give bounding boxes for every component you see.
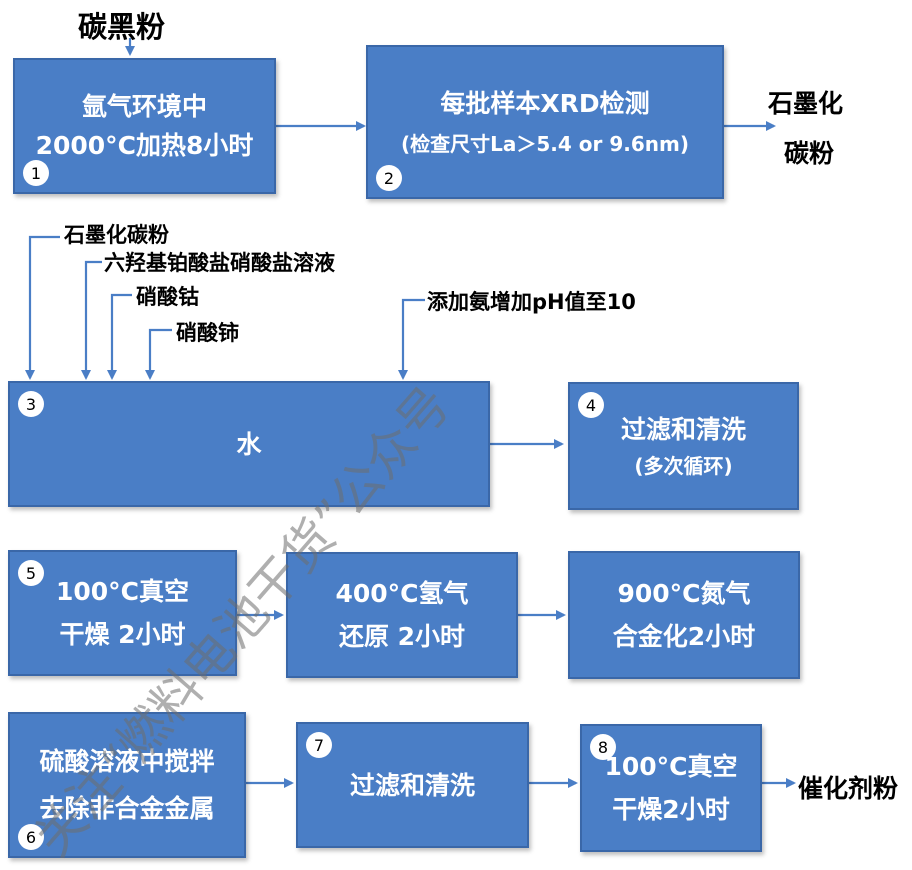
reduction-line1: 400°C氢气 bbox=[335, 579, 469, 608]
input-platinate-solution: 六羟基铂酸盐硝酸盐溶液 bbox=[104, 251, 335, 275]
arrow-input4-to-step3 bbox=[145, 328, 172, 380]
input-cobalt-nitrate: 硝酸钴 bbox=[136, 285, 199, 309]
step6-line1: 硫酸溶液中搅拌 bbox=[39, 747, 215, 776]
input-carbon-black: 碳黑粉 bbox=[78, 10, 166, 44]
step5-box: 100°C真空 干燥 2小时 5 bbox=[8, 550, 237, 676]
arrow-input5-to-step3 bbox=[398, 298, 425, 380]
input-graphitized-carbon: 石墨化碳粉 bbox=[64, 223, 169, 247]
step1-line1: 氩气环境中 bbox=[81, 92, 207, 121]
alloying-line1: 900°C氮气 bbox=[617, 579, 751, 608]
step4-box: 过滤和清洗 (多次循环) 4 bbox=[568, 382, 799, 510]
step6-line2: 去除非合金金属 bbox=[39, 794, 215, 823]
step2-line2: (检查尺寸La＞5.4 or 9.6nm) bbox=[401, 131, 689, 156]
arrow-input1-to-step3 bbox=[25, 235, 60, 380]
step7-number: 7 bbox=[306, 732, 332, 758]
input-cerium-nitrate: 硝酸铈 bbox=[176, 321, 239, 345]
step1-number: 1 bbox=[23, 160, 49, 186]
output-graphitized-line2: 碳粉 bbox=[784, 139, 835, 168]
output-catalyst-powder: 催化剂粉 bbox=[798, 774, 899, 803]
output-graphitized-line1: 石墨化 bbox=[768, 89, 844, 118]
alloying-box: 900°C氮气 合金化2小时 bbox=[568, 551, 800, 679]
step7-box: 过滤和清洗 7 bbox=[296, 722, 529, 848]
arrow-input2-to-step3 bbox=[81, 260, 102, 380]
step4-line2: (多次循环) bbox=[634, 453, 733, 478]
step5-line2: 干燥 2小时 bbox=[59, 620, 186, 649]
step5-number: 5 bbox=[18, 560, 44, 586]
step7-line1: 过滤和清洗 bbox=[349, 770, 475, 800]
step4-number: 4 bbox=[578, 392, 604, 418]
step6-number: 6 bbox=[18, 824, 44, 850]
arrow-input3-to-step3 bbox=[107, 293, 132, 380]
input-ammonia-ph: 添加氨增加pH值至10 bbox=[427, 290, 636, 314]
step2-line1: 每批样本XRD检测 bbox=[440, 88, 650, 118]
step2-box: 每批样本XRD检测 (检查尺寸La＞5.4 or 9.6nm) 2 bbox=[366, 45, 724, 199]
step2-number: 2 bbox=[376, 165, 402, 191]
reduction-line2: 还原 2小时 bbox=[338, 622, 466, 651]
step8-box: 100°C真空 干燥2小时 8 bbox=[580, 724, 762, 852]
step8-line2: 干燥2小时 bbox=[612, 795, 730, 824]
step4-line1: 过滤和清洗 bbox=[620, 414, 746, 444]
step8-number: 8 bbox=[590, 734, 616, 760]
step6-box: 硫酸溶液中搅拌 去除非合金金属 6 bbox=[8, 712, 246, 858]
reduction-box: 400°C氢气 还原 2小时 bbox=[286, 552, 518, 678]
step3-line1: 水 bbox=[236, 429, 262, 459]
step5-line1: 100°C真空 bbox=[55, 577, 190, 606]
step1-box: 氩气环境中 2000°C加热8小时 1 bbox=[13, 58, 276, 194]
alloying-line2: 合金化2小时 bbox=[612, 622, 756, 651]
step8-line1: 100°C真空 bbox=[604, 752, 738, 781]
step3-box: 水 3 bbox=[8, 381, 490, 507]
step1-line2: 2000°C加热8小时 bbox=[35, 131, 254, 160]
step3-number: 3 bbox=[18, 391, 44, 417]
